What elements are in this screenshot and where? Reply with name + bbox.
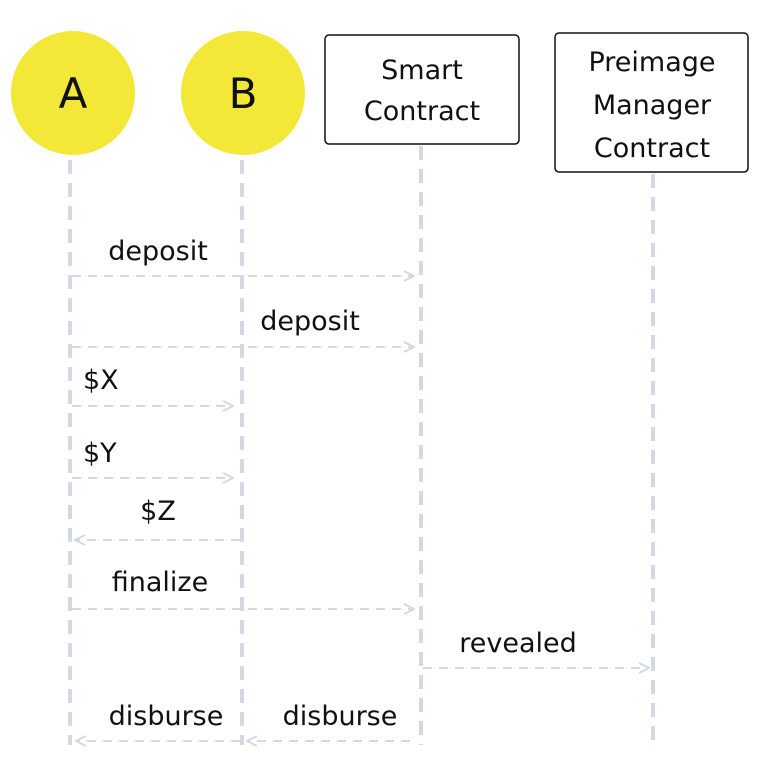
preimage-manager-box: Preimage Manager Contract — [554, 32, 749, 173]
message-label-finalize: finalize — [112, 567, 208, 598]
actor-b-circle — [181, 31, 305, 155]
preimage-manager-line1: Preimage — [588, 47, 715, 78]
actor-b: B — [181, 31, 305, 155]
preimage-manager-line3: Contract — [594, 133, 710, 164]
actor-a: A — [11, 31, 135, 155]
message-label-deposit-b: deposit — [260, 306, 360, 337]
smart-contract-rect — [324, 34, 520, 145]
message-label-deposit-a: deposit — [108, 236, 208, 267]
message-label-disburse-a: disburse — [109, 701, 224, 732]
message-label-x: $X — [83, 365, 119, 396]
preimage-manager-line2: Manager — [593, 90, 712, 121]
messages — [72, 276, 648, 741]
message-label-z: $Z — [140, 496, 176, 527]
preimage-manager-rect — [554, 32, 749, 173]
message-label-disburse-b: disburse — [283, 701, 398, 732]
actor-b-label: B — [229, 69, 258, 118]
smart-contract-line2: Contract — [364, 96, 480, 127]
actor-a-label: A — [59, 69, 88, 118]
smart-contract-box: Smart Contract — [324, 34, 520, 145]
message-labels: deposit deposit $X $Y $Z finalize reveal… — [83, 236, 577, 732]
actor-a-circle — [11, 31, 135, 155]
lifelines — [68, 146, 655, 745]
smart-contract-line1: Smart — [381, 55, 463, 86]
message-label-y: $Y — [83, 438, 117, 469]
message-label-revealed: revealed — [459, 628, 577, 659]
